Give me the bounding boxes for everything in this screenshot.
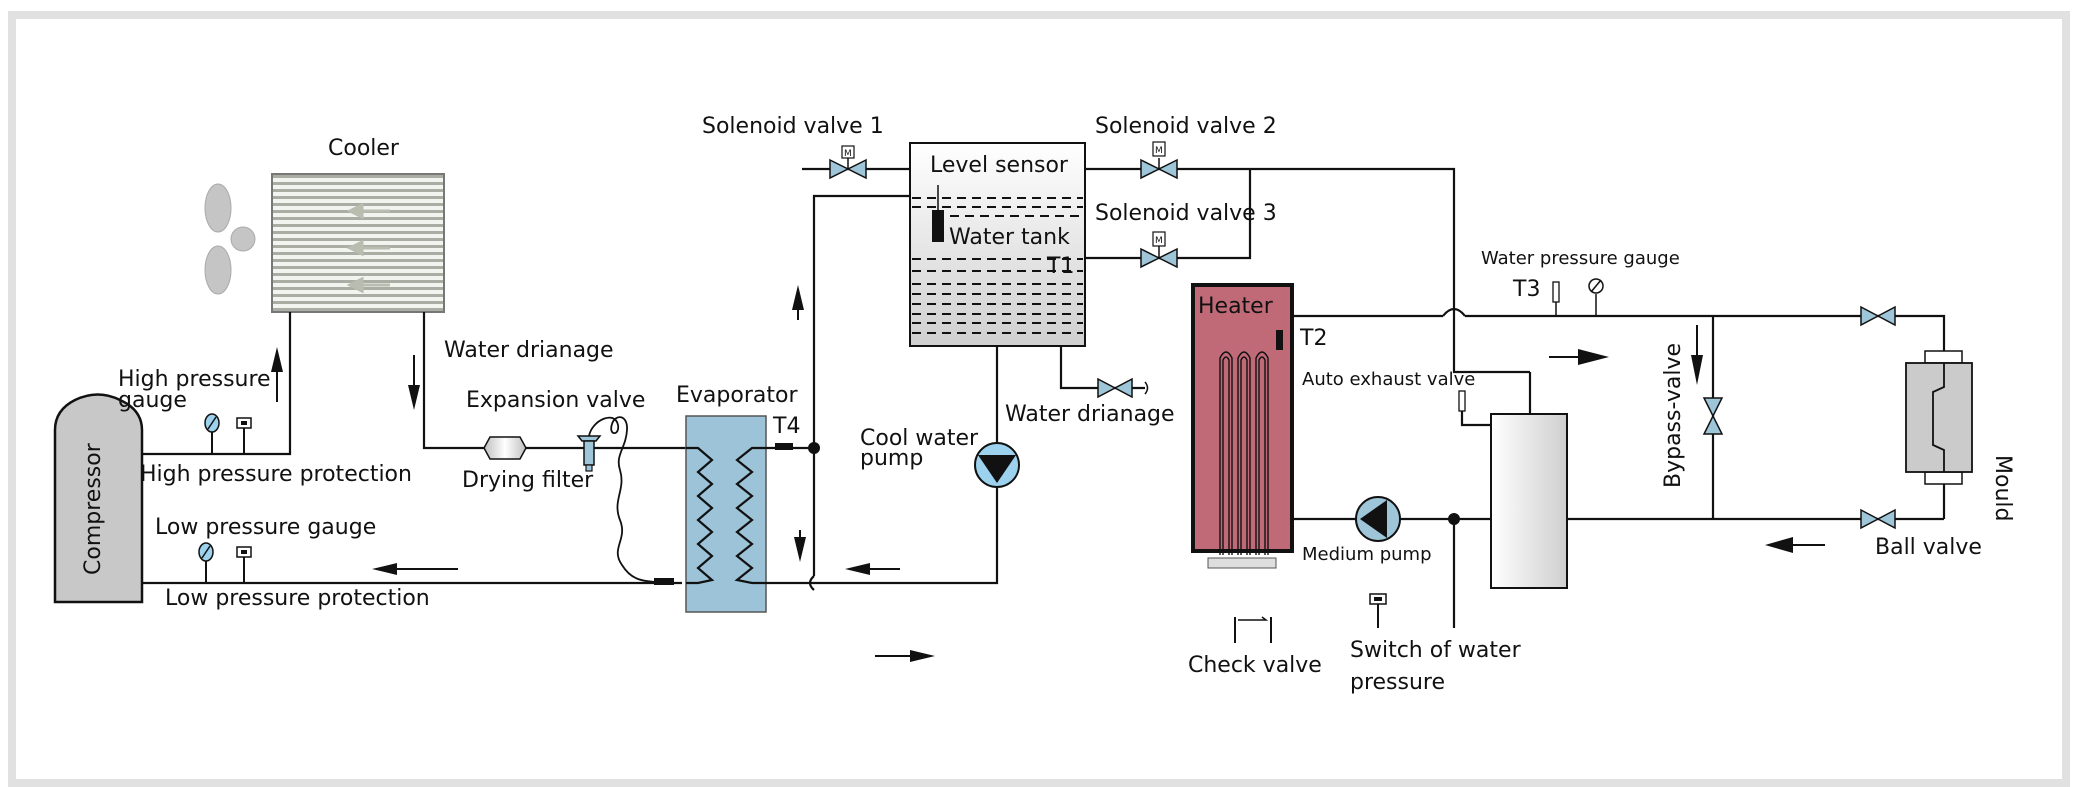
cooler: Cooler <box>204 136 445 313</box>
high-pressure-protection-label: High pressure protection <box>140 462 412 487</box>
t3-sensor-icon <box>1552 281 1560 316</box>
evaporator <box>685 415 767 613</box>
expansion-valve-icon <box>576 416 674 585</box>
high-pressure-gauge-label-2: gauge <box>118 388 187 413</box>
ball-valve-label: Ball valve <box>1875 535 1982 560</box>
low-pressure-gauge-label: Low pressure gauge <box>155 515 376 540</box>
flow-arrow-down-icon <box>1691 325 1703 385</box>
ball-valve-supply-icon[interactable] <box>1860 305 1896 327</box>
solenoid-valve-3-icon[interactable]: M <box>1140 231 1178 269</box>
diagram-frame <box>8 11 2070 787</box>
cool-water-pump-label-1: Cool water <box>860 426 979 451</box>
level-sensor-label: Level sensor <box>930 153 1069 178</box>
cool-water-pump-icon[interactable] <box>974 442 1020 488</box>
medium-pump-icon[interactable] <box>1355 496 1401 542</box>
flow-arrow-down-icon <box>794 530 806 562</box>
buffer-tank <box>1490 413 1568 589</box>
t4-label: T4 <box>772 414 800 439</box>
check-valve-label: Check valve <box>1188 653 1322 678</box>
water-tank-label: Water tank <box>949 225 1070 250</box>
evaporator-label: Evaporator <box>676 383 798 408</box>
flow-arrow-left-icon <box>1765 537 1825 553</box>
water-drainage-label-1: Water drianage <box>444 338 614 363</box>
medium-pump-label: Medium pump <box>1302 544 1432 565</box>
cool-water-pump-label-2: pump <box>860 446 923 471</box>
heater <box>1191 283 1294 569</box>
heater-label: Heater <box>1198 294 1274 319</box>
t1-label: T1 <box>1046 254 1074 279</box>
flow-arrow-left-icon <box>845 563 900 575</box>
switch-water-pressure-label-1: Switch of water <box>1350 638 1522 663</box>
auto-exhaust-valve-label: Auto exhaust valve <box>1302 369 1475 390</box>
pipe-sv3-line <box>1085 169 1252 260</box>
water-pressure-switch-icon <box>1369 593 1387 628</box>
solenoid-valve-1-label: Solenoid valve 1 <box>702 114 884 139</box>
compressor: Compressor <box>53 393 144 604</box>
pipe-to-tank-top <box>812 194 910 448</box>
flow-arrow-left-icon <box>372 563 458 575</box>
t2-label: T2 <box>1299 326 1327 351</box>
pipe-compressor-to-cooler <box>142 312 292 456</box>
water-tank <box>909 142 1086 347</box>
pipe-cooler-to-filter <box>422 312 484 450</box>
flow-arrow-down-icon <box>408 355 420 410</box>
switch-water-pressure-label-2: pressure <box>1350 670 1445 695</box>
drain-valve-icon[interactable] <box>1097 377 1149 399</box>
auto-exhaust-valve-icon <box>1458 390 1491 427</box>
ball-valve-return-icon[interactable] <box>1860 508 1896 530</box>
flow-arrow-up-icon <box>792 285 804 320</box>
mould <box>1905 350 1973 485</box>
svg-text:M: M <box>844 149 852 159</box>
mould-label: Mould <box>1990 455 2015 521</box>
airflow-arrows-icon <box>346 202 390 294</box>
bypass-valve-label: Bypass-valve <box>1661 343 1686 488</box>
flow-arrow-up-icon <box>271 347 283 402</box>
t4-sensor-icon <box>775 443 793 450</box>
low-pressure-protection-label: Low pressure protection <box>165 586 430 611</box>
pipe-crossover <box>1442 307 1466 317</box>
high-pressure-gauge-label-1: High pressure <box>118 367 271 392</box>
drying-filter-icon <box>483 436 527 460</box>
solenoid-valve-1-icon[interactable]: M <box>829 145 867 180</box>
solenoid-valve-2-label: Solenoid valve 2 <box>1095 114 1277 139</box>
solenoid-valve-3-label: Solenoid valve 3 <box>1095 201 1277 226</box>
compressor-label: Compressor <box>81 442 106 575</box>
solenoid-valve-2-icon[interactable]: M <box>1140 141 1178 180</box>
water-pressure-gauge-icon <box>1588 278 1604 316</box>
pipe-sv2-line <box>1085 167 1530 374</box>
drying-filter-label: Drying filter <box>462 468 594 493</box>
svg-text:M: M <box>1155 146 1163 156</box>
flow-arrow-right-icon <box>875 650 935 662</box>
pipe-supply-line <box>1465 314 1946 355</box>
high-pressure-gauge-icon <box>204 413 220 454</box>
level-sensor-icon <box>932 185 944 242</box>
flow-arrow-right-icon <box>1549 349 1609 365</box>
t2-sensor-icon <box>1276 330 1283 350</box>
expansion-valve-label: Expansion valve <box>466 388 645 413</box>
bypass-valve-icon[interactable] <box>1702 397 1724 435</box>
water-drainage-label-2: Water drianage <box>1005 402 1175 427</box>
t3-label: T3 <box>1512 277 1540 302</box>
low-pressure-switch-icon <box>236 546 252 583</box>
fan-icon <box>204 183 256 295</box>
high-pressure-switch-icon <box>236 417 252 454</box>
pipe-evap-to-pump <box>766 470 999 585</box>
water-pressure-gauge-label: Water pressure gauge <box>1481 248 1680 269</box>
svg-text:M: M <box>1155 236 1163 246</box>
check-valve-icon <box>1234 616 1272 643</box>
low-pressure-gauge-icon <box>198 542 214 583</box>
cooler-label: Cooler <box>328 136 400 161</box>
